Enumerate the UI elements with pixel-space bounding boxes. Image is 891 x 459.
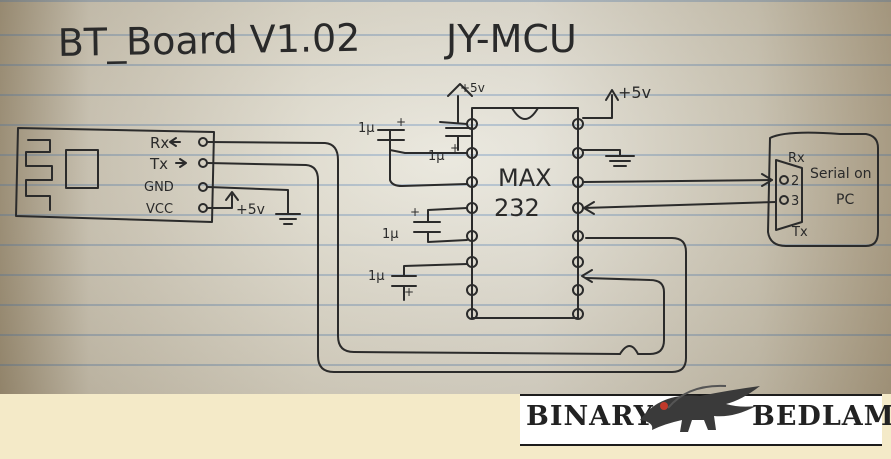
bt-supply-label: +5v	[236, 202, 265, 218]
bt-power-wiring: +5v	[207, 186, 301, 225]
chip-supply: +5v	[582, 83, 651, 167]
serial-label-line1: Serial on	[810, 166, 872, 182]
logo-text-right: BEDLAM	[752, 401, 891, 432]
ground-symbol-bt	[275, 213, 301, 225]
chip-right-pins	[572, 118, 584, 320]
cap-plus-1: +	[450, 141, 460, 155]
cap-label-2: 1µ	[358, 121, 375, 136]
cap-plus-3: +	[410, 205, 420, 219]
bt-pin-label-tx: Tx	[149, 155, 168, 173]
chip-name-line1: MAX	[498, 164, 552, 192]
serial-tx-label: Tx	[791, 225, 808, 240]
schematic-drawing: BT_Board V1.02 JY-MCU Rx Tx GND VCC +5v	[15, 16, 879, 373]
serial-pin-2	[779, 175, 789, 185]
chip-supply-label: +5v	[618, 83, 651, 102]
serial-rx-label: Rx	[788, 151, 805, 166]
bt-pin-label-rx: Rx	[150, 134, 169, 152]
bt-pin-label-gnd: GND	[144, 180, 174, 195]
capacitor-3: 1µ +	[382, 205, 468, 243]
max232-chip: MAX 232	[466, 107, 584, 320]
serial-pin-3-label: 3	[791, 194, 799, 209]
bt-pin-vcc	[198, 203, 208, 213]
bt-module: Rx Tx GND VCC	[15, 127, 215, 223]
serial-pin-2-label: 2	[791, 174, 799, 189]
capacitor-4: 1µ +	[368, 263, 468, 301]
binary-bedlam-logo: BINARY BEDLAM	[520, 384, 891, 446]
chip-name-line2: 232	[494, 194, 540, 222]
serial-port: Rx Tx 2 3 Serial on PC	[767, 131, 879, 247]
cap-plus-4: +	[404, 285, 414, 299]
cap-supply-label: +5v	[460, 81, 485, 95]
logo-text-left: BINARY	[526, 401, 654, 432]
ground-symbol-chip	[605, 155, 635, 167]
cap-label-3: 1µ	[382, 227, 399, 242]
signal-wires	[207, 141, 687, 373]
cap-label-4: 1µ	[368, 269, 385, 284]
dragon-icon	[640, 384, 760, 432]
bt-pin-tx	[198, 158, 208, 168]
board-title: BT_Board V1.02	[57, 16, 360, 65]
capacitor-1: +5v 1µ +	[428, 81, 485, 164]
capacitor-2: 1µ +	[358, 115, 468, 187]
serial-label-line2: PC	[836, 192, 854, 208]
bt-chip	[65, 149, 99, 189]
bt-pin-gnd	[198, 182, 208, 192]
serial-wiring	[582, 173, 777, 215]
cap-plus-2: +	[396, 115, 406, 129]
module-title: JY-MCU	[444, 17, 577, 61]
serial-pin-3	[779, 195, 789, 205]
bt-pin-rx	[198, 137, 208, 147]
notebook-paper	[0, 0, 891, 394]
cap-label-1: 1µ	[428, 149, 445, 164]
bt-pin-label-vcc: VCC	[146, 202, 173, 217]
bt-antenna-trace	[25, 139, 53, 211]
